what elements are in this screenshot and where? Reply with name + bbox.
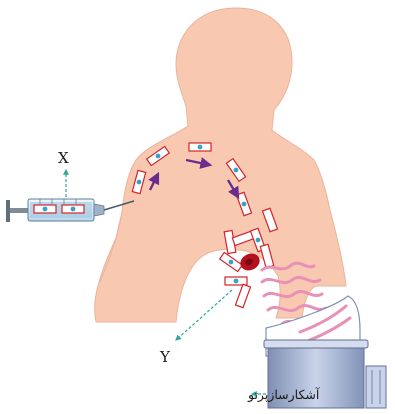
labeled-cell-icon — [235, 284, 250, 307]
syringe-plunger-handle — [6, 200, 10, 222]
syringe-plunger-rod — [10, 208, 28, 213]
detector-rim — [264, 340, 368, 348]
label-detector: آشکارسازپرتو — [247, 387, 320, 403]
dashed-line-y — [176, 290, 232, 340]
syringe-cell — [34, 205, 56, 213]
syringe-tip — [94, 204, 104, 216]
human-body-silhouette — [95, 8, 346, 322]
labeled-cell-icon — [220, 252, 243, 271]
label-x: X — [58, 149, 69, 167]
labeled-cell-icon — [225, 277, 247, 285]
label-y: Y — [159, 348, 171, 366]
syringe-icon — [6, 199, 134, 222]
labeled-cell-icon — [189, 143, 211, 151]
detector-stand — [366, 366, 386, 408]
syringe-cell — [62, 205, 84, 213]
